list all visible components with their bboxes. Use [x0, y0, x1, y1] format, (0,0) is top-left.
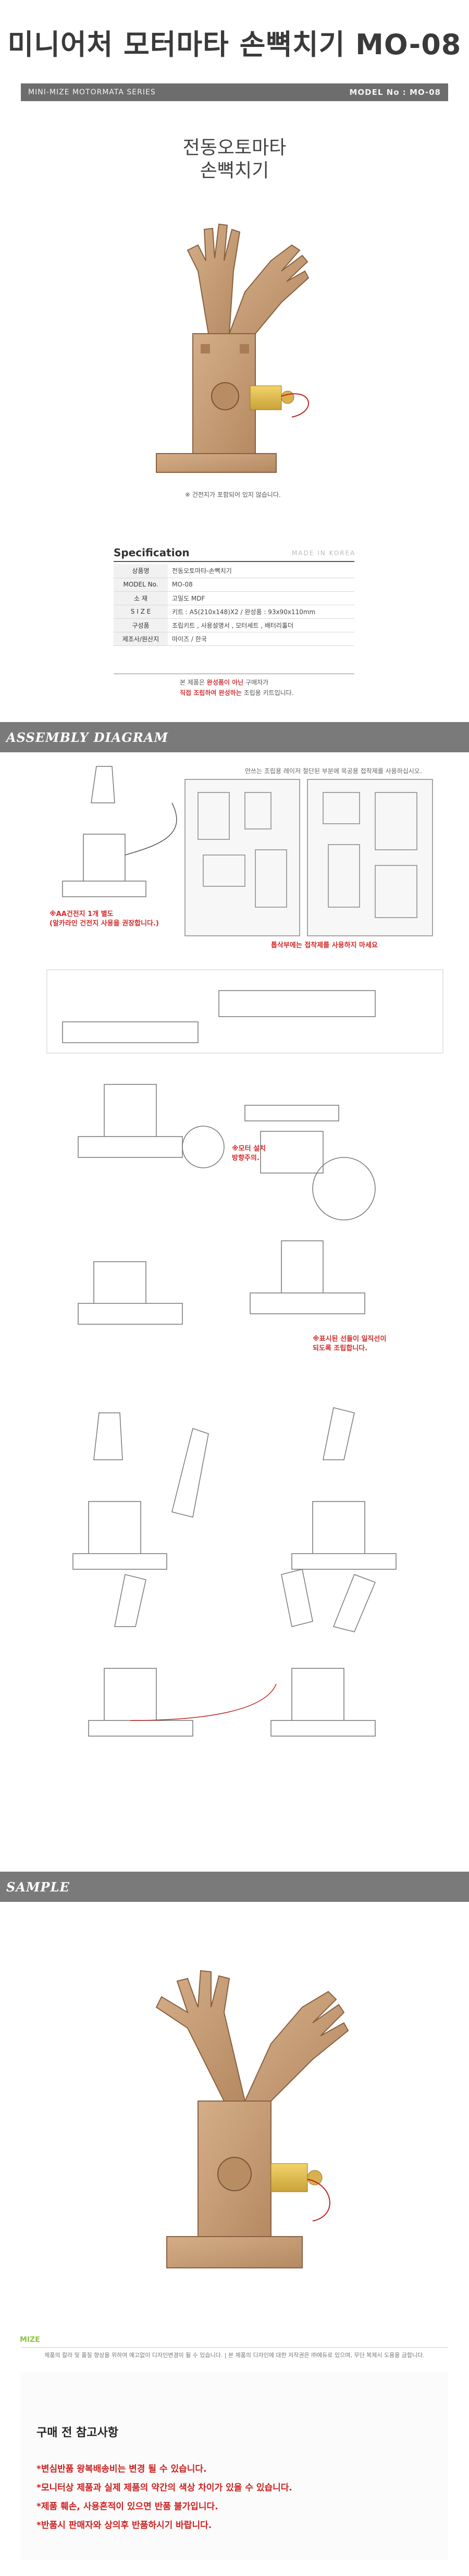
spec-brand-mark: MADE IN KOREA [292, 550, 356, 557]
spec-heading: Specification [114, 546, 190, 559]
spec-value: 키트 : A5(210x148)X2 / 완성품 : 93x90x110mm [168, 605, 354, 619]
hero-product-image [156, 223, 310, 473]
kit-notice-highlight: 완성품이 아닌 [206, 679, 244, 686]
assembly-section-bar: ASSEMBLY DIAGRAM [0, 722, 469, 752]
motor-note-line2: 방향주의. [232, 1154, 260, 1162]
list-item: *반품시 판매자와 상의후 반품하시기 바랍니다. [36, 2520, 212, 2531]
product-name-line2: 손뼉치기 [200, 160, 269, 181]
alignment-note: ※표시된 선들이 일직선이 되도록 조립합니다. [313, 1335, 386, 1353]
spec-label: 구성품 [114, 618, 168, 632]
spec-value: 조립키트 , 사용설명서 , 모터세트 , 배터리홀더 [168, 618, 354, 632]
product-name-line1: 전동오토마타 [182, 137, 287, 158]
glue-instruction: 안쓰는 조립용 레이저 절단된 부분에 목공용 접착제를 사용하십시오. [245, 767, 422, 775]
spec-row: MODEL No.MO-08 [114, 578, 354, 592]
spec-value: MO-08 [168, 578, 354, 592]
series-label: MINI-MIZE MOTORMATA SERIES [28, 88, 156, 96]
battery-callout-line1: ※AA건전지 1개 별도 [50, 910, 114, 918]
copyright-disclaimer: 제품의 칼라 및 품질 향상을 위하여 예고없이 디자인변경이 될 수 있습니다… [44, 2352, 425, 2359]
page-title: 미니어처 모터마타 손뼉치기 MO-08 [7, 28, 462, 61]
battery-callout-line2: (알카라인 건전지 사용을 권장합니다.) [50, 920, 159, 927]
kit-notice-suffix-2: 조립용 키트입니다. [241, 689, 294, 697]
spec-top-rule [114, 561, 354, 562]
model-number: MODEL No : MO-08 [349, 88, 441, 97]
spec-value: 고밀도 MDF [168, 591, 354, 605]
list-item: *제품 훼손, 사용흔적이 있으면 반품 불가입니다. [36, 2501, 218, 2512]
spec-value: 마이즈 / 한국 [168, 632, 354, 646]
brand-logo: MIZE [20, 2336, 40, 2344]
spec-label: 상품명 [114, 564, 168, 578]
spec-label: 제조사/원산지 [114, 632, 168, 646]
list-item: *변심반품 왕복배송비는 변경 될 수 있습니다. [36, 2464, 207, 2474]
product-name: 전동오토마타 손뼉치기 [0, 137, 469, 182]
kit-notice-suffix: 구매자가 [243, 679, 269, 686]
align-note-line2: 되도록 조립합니다. [313, 1345, 368, 1352]
kit-notice-prefix: 본 제품은 [180, 679, 207, 686]
sample-product-image [155, 1970, 349, 2268]
glue-warning: 톱삭부에는 접착제를 사용하지 마세요 [271, 942, 378, 949]
motor-note-line1: ※모터 설치 [232, 1145, 266, 1153]
spec-label: MODEL No. [114, 578, 168, 592]
kit-notice-line2: 직접 조립하여 완성하는 조립용 키트입니다. [180, 688, 294, 697]
purchase-notes-list: *변심반품 왕복배송비는 변경 될 수 있습니다. *모니터상 제품과 실제 제… [36, 2460, 292, 2535]
sample-section-bar: SAMPLE [0, 1872, 469, 1902]
battery-callout: ※AA건전지 1개 별도 (알카라인 건전지 사용을 권장합니다.) [50, 910, 159, 929]
spec-value: 전동오토마타-손뼉치기 [168, 564, 354, 578]
assembly-section-title: ASSEMBLY DIAGRAM [6, 729, 169, 745]
kit-notice-highlight-2: 직접 조립하여 완성하는 [180, 689, 242, 697]
battery-note: ※ 건전지가 포함되어 있지 않습니다. [185, 491, 281, 498]
sample-section-title: SAMPLE [6, 1879, 70, 1895]
purchase-notes-box [21, 2372, 448, 2560]
align-note-line1: ※표시된 선들이 일직선이 [313, 1335, 387, 1343]
kit-sheet-diagram [184, 779, 433, 936]
kit-notice-line1: 본 제품은 완성품이 아닌 구매자가 [180, 678, 268, 687]
purchase-notes-title: 구매 전 참고사항 [36, 2426, 118, 2439]
list-item: *모니터상 제품과 실제 제품의 약간의 색상 차이가 있을 수 있습니다. [36, 2483, 292, 2493]
spec-label: 소 재 [114, 591, 168, 605]
assembled-line-drawing [46, 766, 443, 1737]
spec-label: S I Z E [114, 605, 168, 619]
footer-divider [21, 2347, 448, 2348]
header-bar: MINI-MIZE MOTORMATA SERIES MODEL No : MO… [21, 83, 448, 101]
motor-direction-note: ※모터 설치 방향주의. [232, 1144, 266, 1163]
